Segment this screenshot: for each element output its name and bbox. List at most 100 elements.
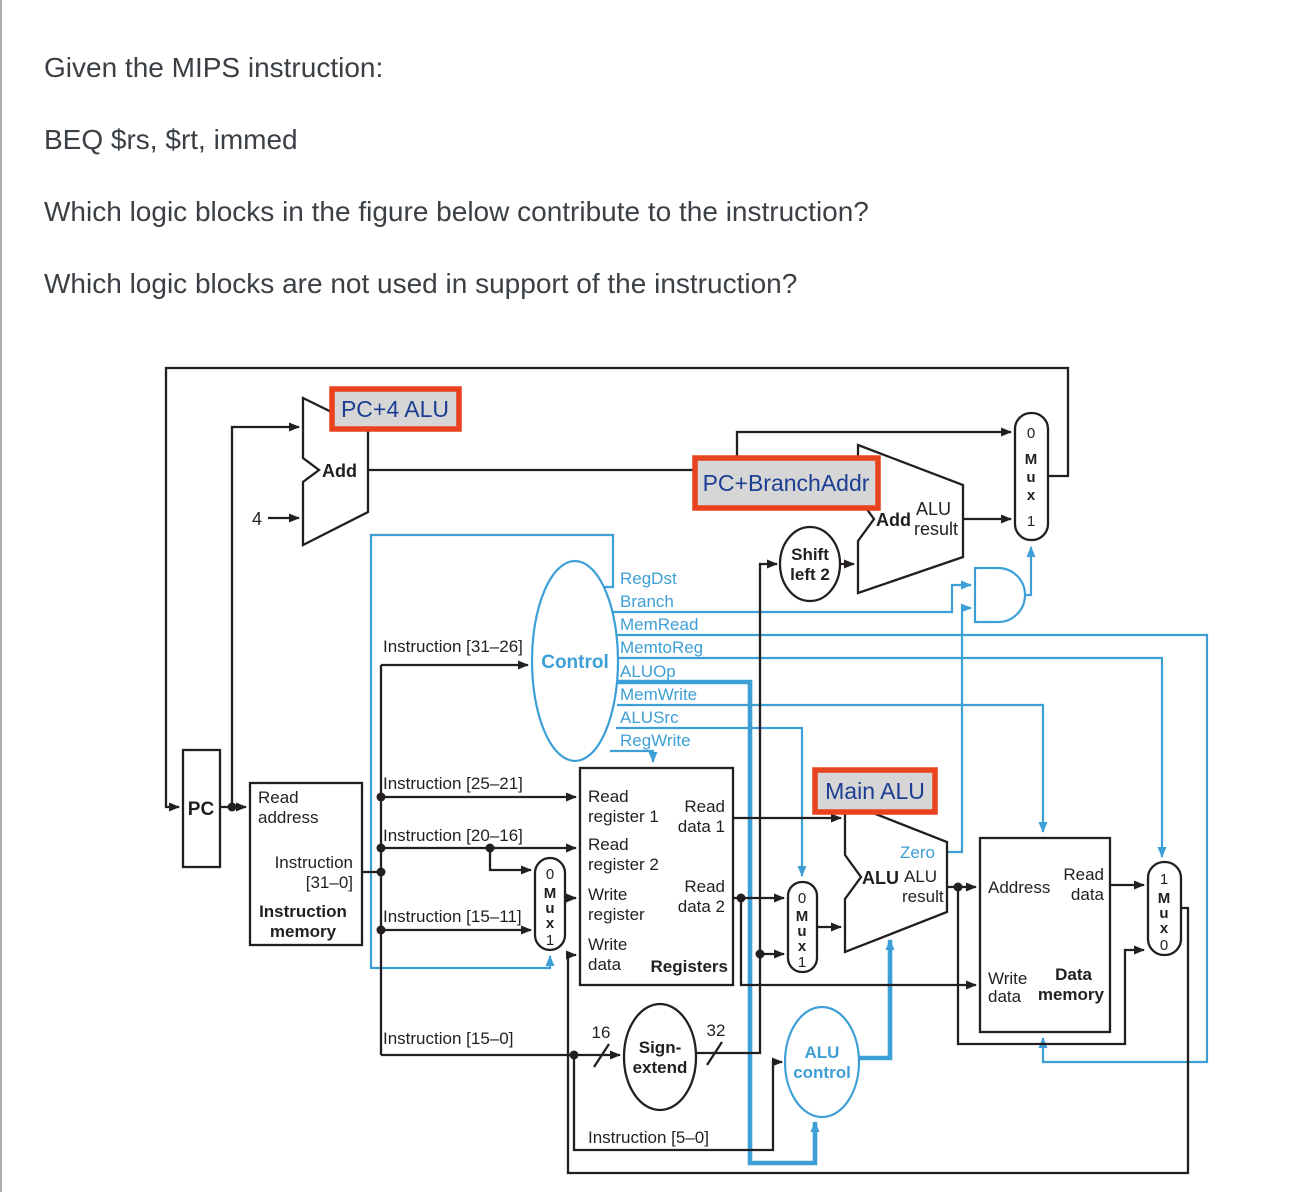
regdst-mux-letter-m: M: [544, 885, 557, 902]
pc4-adder-block: [301, 396, 370, 547]
wire-memtoreg-mux-to-reg-writedata: [566, 906, 1190, 1175]
wire-alu-result-to-memtoreg-mux0: [956, 887, 1145, 1046]
registers-block: [578, 766, 735, 987]
signal-label-aluop: ALUOp: [620, 662, 676, 681]
memtoreg-mux-input0-label: 0: [1160, 937, 1168, 954]
signal-label-memtoreg: MemtoReg: [620, 638, 703, 657]
label-instr-5-0: Instruction [5–0]: [588, 1128, 709, 1147]
alusrc-mux-letter-x: x: [798, 938, 807, 955]
dmem-write-data-label-1: Write: [988, 969, 1027, 988]
alu-zero-label: Zero: [900, 843, 935, 862]
imem-title-1: Instruction: [259, 902, 347, 921]
reg-read-data2-label-2: data 2: [678, 897, 725, 916]
dmem-title-2: memory: [1038, 985, 1105, 1004]
reg-write-register-label-2: register: [588, 905, 645, 924]
alusrc-mux-letter-u: u: [797, 923, 806, 940]
wire-zero: [947, 603, 972, 854]
branch-adder-result-label-1: ALU: [916, 499, 951, 519]
junction-dot: [569, 1050, 579, 1060]
regdst-mux-input1-label: 1: [546, 932, 554, 949]
signal-label-branch: Branch: [620, 592, 674, 611]
imem-instruction-label-2: [31–0]: [306, 873, 353, 892]
memtoreg-mux-letter-u: u: [1159, 905, 1168, 922]
memtoreg-mux-input1-label: 1: [1160, 871, 1168, 888]
junction-dot: [953, 882, 963, 892]
label-instr-25-21: Instruction [25–21]: [383, 774, 523, 793]
pc-block: [181, 748, 222, 869]
wire-branch: [612, 580, 972, 614]
bitwidth-slash-16: [593, 1043, 610, 1068]
shift-left2-block: [778, 525, 842, 603]
sign-extend-block: [622, 1002, 698, 1112]
annotation-pc4-alu-box: [329, 386, 462, 432]
reg-write-register-label-1: Write: [588, 885, 627, 904]
control-label: Control: [541, 652, 609, 673]
question-line-2: BEQ $rs, $rt, immed: [44, 124, 298, 155]
alu-label: ALU: [862, 868, 899, 888]
junction-dot: [376, 867, 386, 877]
page-left-border: [0, 0, 2, 1192]
regdst-mux-letter-u: u: [545, 900, 554, 917]
alusrc-mux-letter-m: M: [796, 908, 809, 925]
reg-read-data2-label-1: Read: [684, 877, 725, 896]
wire-regwrite: [610, 749, 658, 763]
question-line-3: Which logic blocks in the figure below c…: [44, 196, 869, 227]
branch-and-gate: [973, 566, 1027, 624]
reg-write-data-label-1: Write: [588, 935, 627, 954]
shift-left2-label-2: left 2: [790, 565, 830, 584]
annotation-main-alu: Main ALU: [812, 767, 938, 815]
junction-dot: [485, 843, 495, 853]
wire-pcsrc-to-pc-frame: [164, 366, 1070, 812]
alusrc-mux-input0-label: 0: [798, 890, 806, 907]
reg-read-data1-label-1: Read: [684, 797, 725, 816]
dmem-read-data-label-2: data: [1071, 885, 1105, 904]
sign-extend-label-1: Sign-: [639, 1038, 682, 1057]
junction-dot: [376, 925, 386, 935]
alu-control-block: [783, 1005, 861, 1119]
signal-label-memread: MemRead: [620, 615, 698, 634]
label-instr-15-11: Instruction [15–11]: [383, 907, 522, 926]
reg-read-data1-label-2: data 1: [678, 817, 725, 836]
imem-instruction-label-1: Instruction: [275, 853, 353, 872]
pcsrc-mux-letter-x: x: [1027, 487, 1036, 504]
registers-title: Registers: [651, 957, 728, 976]
dmem-write-data-label-2: data: [988, 987, 1022, 1006]
wire-read-data2-to-dmem-writedata: [739, 898, 977, 990]
memtoreg-mux: [1146, 860, 1183, 957]
annotation-main-alu-box: [812, 767, 938, 815]
data-memory-block: [978, 836, 1112, 1034]
wire-pc-to-add: [230, 422, 300, 807]
wire-memread: [615, 633, 1209, 1064]
pc4-adder-label: Add: [322, 461, 357, 481]
question-line-1: Given the MIPS instruction:: [44, 52, 384, 83]
memtoreg-mux-letter-m: M: [1158, 890, 1171, 907]
dmem-title-1: Data: [1055, 965, 1092, 984]
junction-dot: [755, 949, 765, 959]
annotation-pc4-alu-text: PC+4 ALU: [341, 396, 449, 422]
question-line-4: Which logic blocks are not used in suppo…: [44, 268, 798, 299]
wire-signextend-out-bus: [696, 559, 778, 1055]
reg-read-register1-label-2: register 1: [588, 807, 659, 826]
alusrc-mux: [786, 880, 819, 974]
reg-write-data-label-2: data: [588, 955, 622, 974]
wire-aluop: [617, 679, 820, 1166]
regdst-mux-letter-x: x: [546, 915, 555, 932]
pcsrc-mux-letter-m: M: [1025, 451, 1038, 468]
junction-dot: [736, 893, 746, 903]
imem-read-address-label-1: Read: [258, 788, 299, 807]
label-bitwidth-16: 16: [592, 1023, 611, 1042]
pc-label: PC: [188, 799, 215, 820]
signal-label-memwrite: MemWrite: [620, 685, 697, 704]
wire-regdst-loop: [369, 533, 615, 970]
signal-label-regwrite: RegWrite: [620, 731, 691, 750]
reg-read-register2-label-2: register 2: [588, 855, 659, 874]
regdst-mux-input0-label: 0: [546, 866, 554, 883]
junction-dot: [227, 802, 237, 812]
annotation-pc4-alu: PC+4 ALU: [329, 386, 462, 432]
wire-alusrc: [616, 726, 807, 877]
alu-result-label-2: result: [902, 887, 944, 906]
label-instr-20-16: Instruction [20–16]: [383, 826, 523, 845]
sign-extend-label-2: extend: [633, 1058, 688, 1077]
